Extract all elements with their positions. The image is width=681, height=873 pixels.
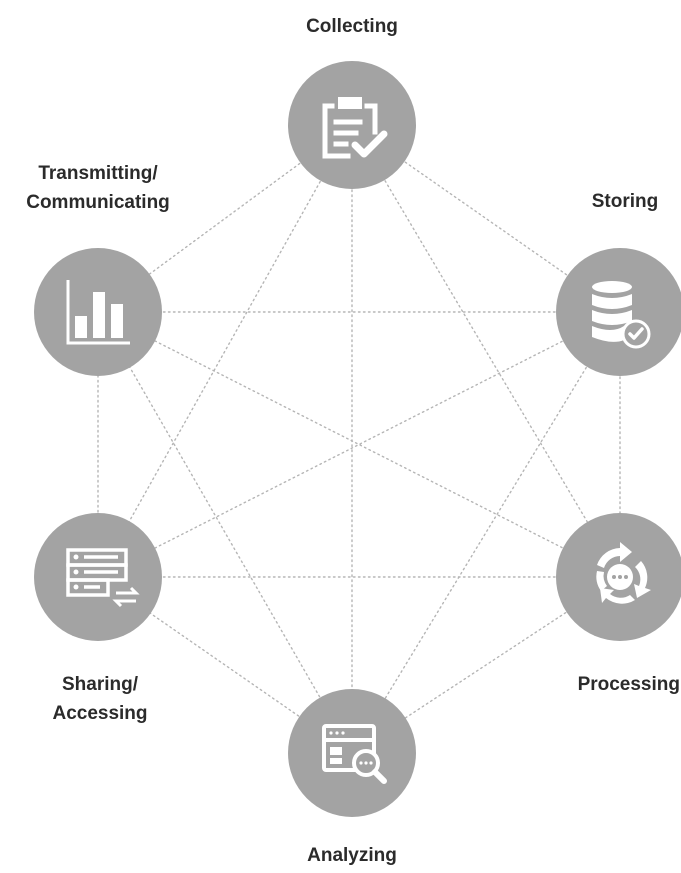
node-storing — [556, 248, 681, 376]
label-analyzing: Analyzing — [282, 841, 422, 870]
node-collecting — [288, 61, 416, 189]
cycle-arrows-icon — [596, 542, 651, 604]
label-transmitting: Transmitting/ Communicating — [6, 159, 190, 217]
connector-storing-analyzing — [351, 311, 621, 754]
list-exchange-icon — [66, 548, 140, 608]
connector-collecting-sharing — [97, 124, 353, 578]
connector-analyzing-transmitting — [97, 311, 353, 754]
node-analyzing — [288, 689, 416, 817]
label-processing-text: Processing — [577, 674, 680, 695]
label-analyzing-text: Analyzing — [307, 845, 397, 866]
database-check-icon — [592, 281, 651, 349]
clipboard-check-icon — [322, 97, 388, 159]
node-transmitting — [34, 248, 162, 376]
label-sharing: Sharing/ Accessing — [30, 670, 170, 728]
connectors — [97, 124, 621, 754]
browser-search-icon — [322, 724, 387, 784]
label-sharing-line2: Accessing — [52, 703, 148, 724]
label-processing: Processing — [556, 670, 680, 699]
label-transmitting-line2: Communicating — [26, 192, 170, 213]
label-transmitting-line1: Transmitting/ — [38, 163, 158, 184]
node-processing — [556, 513, 681, 641]
label-collecting-text: Collecting — [306, 16, 398, 37]
label-sharing-line1: Sharing/ — [61, 674, 138, 695]
label-storing: Storing — [570, 187, 680, 216]
label-storing-text: Storing — [591, 191, 659, 212]
bar-chart-icon — [66, 280, 130, 345]
node-sharing — [34, 513, 162, 641]
label-collecting: Collecting — [282, 12, 422, 41]
